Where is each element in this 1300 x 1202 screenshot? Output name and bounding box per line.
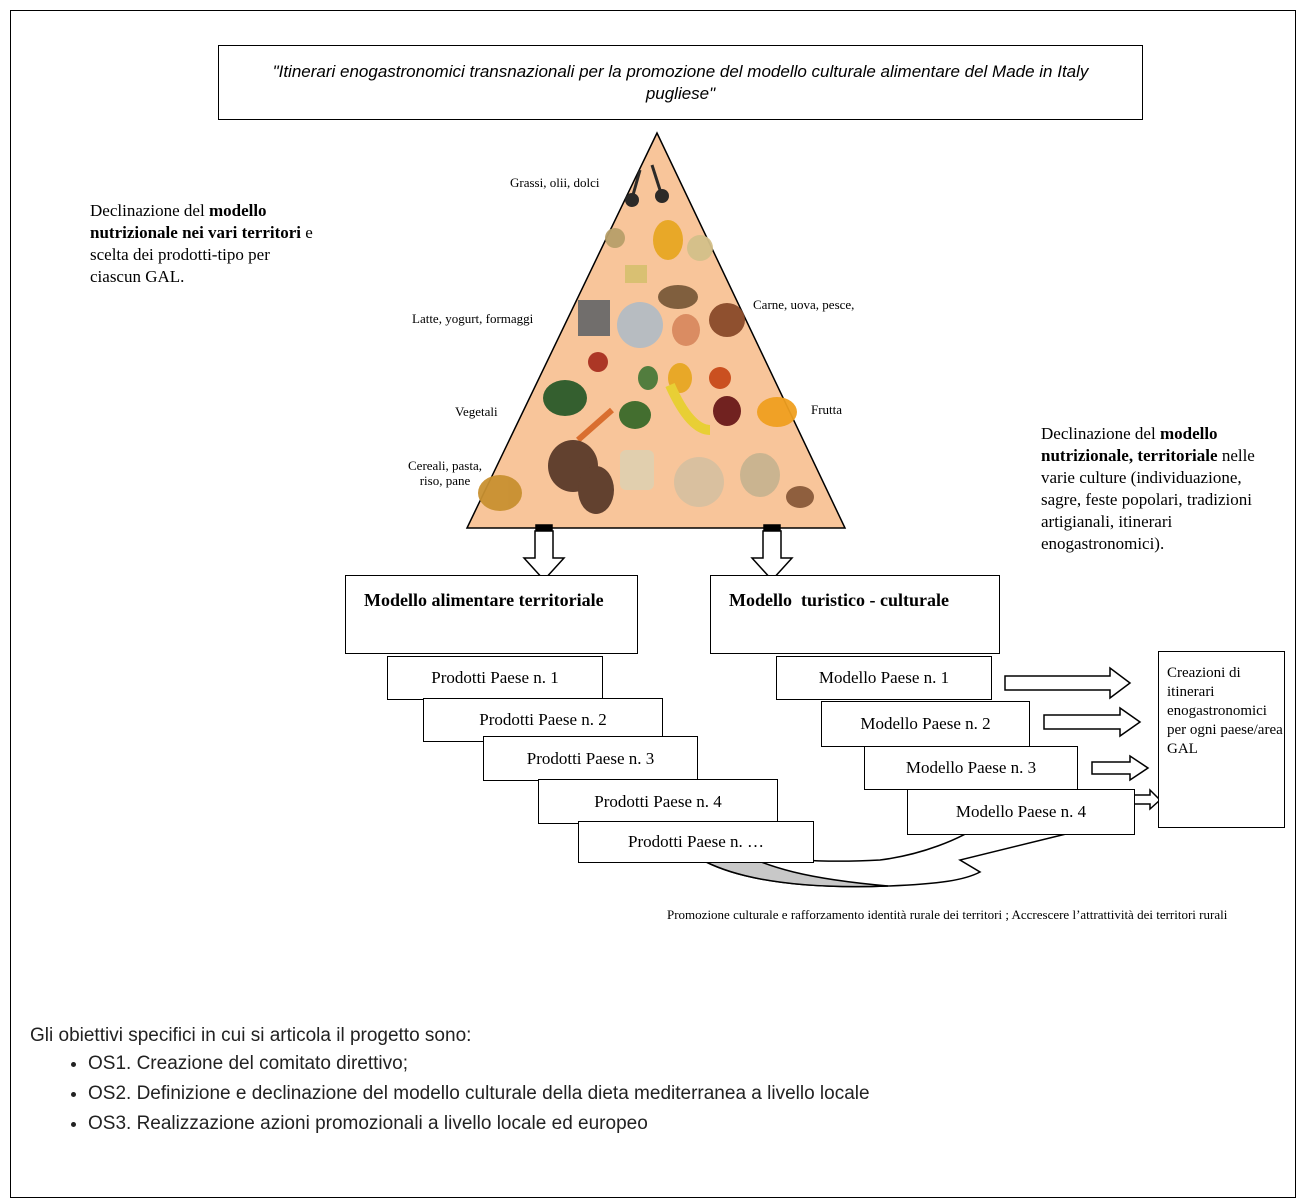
page-frame — [10, 10, 1296, 1198]
model-country-box: Modello Paese n. 4 — [907, 789, 1135, 835]
model-country-box: Modello Paese n. 1 — [776, 656, 992, 700]
model-country-box: Modello Paese n. 2 — [821, 701, 1030, 747]
tourism-model-box: Modello turistico - culturale — [710, 575, 1000, 654]
label-cereals: Cereali, pasta, riso, pane — [408, 458, 482, 488]
right-note: Declinazione del modello nutrizionale, t… — [1041, 424, 1255, 553]
objectives-list: OS1. Creazione del comitato direttivo; O… — [88, 1051, 870, 1137]
objective-item: OS1. Creazione del comitato direttivo; — [88, 1051, 870, 1077]
pyramid-foods — [478, 164, 814, 514]
arrow-to-tourism-model — [750, 524, 794, 582]
product-country-box: Prodotti Paese n. 4 — [538, 779, 778, 824]
arrows-to-itineraries — [1004, 666, 1162, 811]
label-fruit: Frutta — [811, 402, 843, 417]
promotion-note: Promozione culturale e rafforzamento ide… — [667, 907, 1228, 922]
itinerary-box: Creazioni di itinerari enogastronomici p… — [1158, 651, 1285, 828]
label-meat: Carne, uova, pesce, — [753, 297, 855, 312]
objective-item: OS3. Realizzazione azioni promozionali a… — [88, 1111, 870, 1137]
title-box: "Itinerari enogastronomici transnazional… — [218, 45, 1143, 120]
model-country-box: Modello Paese n. 3 — [864, 746, 1078, 790]
product-country-box: Prodotti Paese n. 1 — [387, 656, 603, 700]
objective-item: OS2. Definizione e declinazione del mode… — [88, 1081, 870, 1107]
product-country-box: Prodotti Paese n. 2 — [423, 698, 663, 742]
label-dairy: Latte, yogurt, formaggi — [412, 311, 534, 326]
product-country-box: Prodotti Paese n. … — [578, 821, 814, 863]
title-text: "Itinerari enogastronomici transnazional… — [272, 61, 1089, 103]
left-note: Declinazione del modello nutrizionale ne… — [90, 201, 313, 286]
label-vegetables: Vegetali — [455, 404, 498, 419]
product-country-box: Prodotti Paese n. 3 — [483, 736, 698, 781]
objectives-intro: Gli obiettivi specifici in cui si artico… — [30, 1025, 472, 1046]
arrow-to-food-model — [522, 524, 566, 582]
objectives-section: Gli obiettivi specifici in cui si artico… — [30, 1025, 870, 1141]
label-fats: Grassi, olii, dolci — [510, 175, 600, 190]
food-model-box: Modello alimentare territoriale — [345, 575, 638, 654]
